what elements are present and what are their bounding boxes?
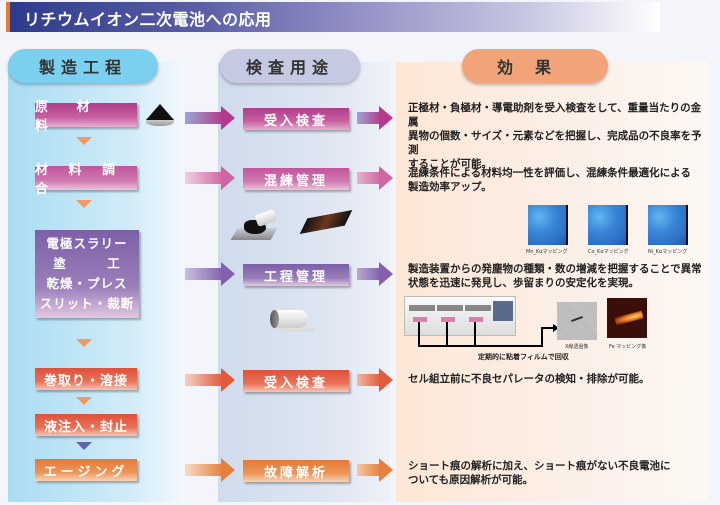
- inspection-failure-analysis: 故障解析: [243, 460, 349, 482]
- flow-down-arrow: [76, 339, 92, 347]
- process-step-aging: エージング: [35, 459, 137, 481]
- arrow-right-icon: [357, 106, 393, 130]
- process-step-winding-welding: 巻取り・溶接: [35, 368, 137, 390]
- collection-line: [474, 322, 476, 346]
- flow-down-arrow: [76, 137, 92, 145]
- effect-line: 正極材・負極材・導電助剤を受入検査をして、重量当たりの金属: [408, 102, 702, 128]
- header-inspection: 検査用途: [220, 49, 360, 83]
- effect-line: セル組立前に不良セパレータの検知・排除が可能。: [408, 373, 650, 385]
- xray-label: X線透過像: [565, 344, 589, 350]
- effect-text-1: 正極材・負極材・導電助剤を受入検査をして、重量当たりの金属 異物の個数・サイズ・…: [408, 101, 708, 171]
- collection-line: [418, 345, 542, 347]
- title-bar: リチウムイオン二次電池への応用: [6, 2, 330, 32]
- flow-down-arrow: [76, 397, 92, 405]
- effect-line: することが可能。: [408, 158, 492, 170]
- ni-mapping-image: [648, 205, 688, 245]
- effect-line: 状態を迅速に発見し、歩留まりの安定化を実現。: [408, 277, 639, 289]
- effect-text-2: 混練条件による材料均一性を評価し、混練条件最適化による 製造効率アップ。: [408, 166, 708, 194]
- inspection-kneading: 混練管理: [243, 168, 349, 190]
- flow-down-arrow: [76, 442, 92, 450]
- effect-text-5: ショート痕の解析に加え、ショート痕がない不良電池に ついても原因解析が可能。: [408, 459, 708, 487]
- mn-mapping-image: [528, 205, 568, 245]
- arrow-right-icon: [185, 458, 235, 482]
- ni-mapping-label: Ni_Kαマッピング: [648, 249, 688, 255]
- collection-label: 定期的に粘着フィルムで回収: [478, 353, 569, 361]
- arrow-right-icon: [185, 106, 235, 130]
- effect-line: 製造装置からの発塵物の種類・数の増減を把握することで異常: [408, 263, 702, 275]
- electrode-line: 塗 工: [53, 256, 121, 271]
- separator-roll-icon: [270, 310, 314, 334]
- effect-text-3: 製造装置からの発塵物の種類・数の増減を把握することで異常 状態を迅速に発見し、歩…: [408, 262, 708, 290]
- process-step-raw-material: 原 材 料: [35, 100, 137, 134]
- electrode-line: スリット・裁断: [39, 296, 135, 311]
- arrow-right-icon: [357, 458, 393, 482]
- co-mapping-image: [588, 205, 628, 245]
- powder-icon: [144, 104, 176, 128]
- arrow-right-icon: [357, 368, 393, 392]
- header-effect: 効果: [462, 49, 608, 83]
- effect-line: 製造効率アップ。: [408, 181, 492, 193]
- xray-image: [557, 302, 597, 340]
- collection-line: [541, 327, 543, 347]
- fe-mapping-label: Fe マッピング像: [609, 344, 647, 350]
- coating-icon: [230, 208, 280, 242]
- collection-line: [418, 322, 420, 346]
- mn-mapping-label: Mn_Kαマッピング: [526, 249, 568, 255]
- effect-line: ショート痕の解析に加え、ショート痕がない不良電池に: [408, 460, 671, 472]
- inspection-process-control: 工程管理: [243, 264, 349, 286]
- title-bar-gradient: [330, 2, 660, 32]
- effect-text-4: セル組立前に不良セパレータの検知・排除が可能。: [408, 372, 708, 386]
- electrode-line: 乾燥・プレス: [46, 276, 128, 291]
- inspection-acceptance-2: 受入検査: [243, 370, 349, 392]
- fe-mapping-image: [607, 298, 647, 338]
- electrode-line: 電極スラリー: [46, 236, 128, 251]
- arrow-right-icon: [185, 368, 235, 392]
- inspection-acceptance-1: 受入検査: [243, 108, 349, 130]
- arrow-right-icon: [185, 166, 235, 190]
- manufacturing-equipment-image: [404, 296, 516, 336]
- arrow-right-icon: [553, 324, 559, 332]
- effect-line: 異物の個数・サイズ・元素などを把握し、完成品の不良率を予測: [408, 130, 702, 156]
- co-mapping-label: Co_Kαマッピング: [588, 249, 629, 255]
- process-step-electrode: 電極スラリー 塗 工 乾燥・プレス スリット・裁断: [35, 230, 139, 318]
- collection-line: [541, 327, 555, 329]
- flow-down-arrow: [76, 200, 92, 208]
- electrode-roll-icon: [299, 210, 353, 234]
- page-title: リチウムイオン二次電池への応用: [24, 10, 272, 29]
- header-process: 製造工程: [8, 49, 158, 83]
- effect-column: [396, 62, 708, 502]
- effect-line: ついても原因解析が可能。: [408, 474, 534, 486]
- arrow-right-icon: [357, 262, 393, 286]
- effect-line: 混練条件による材料均一性を評価し、混練条件最適化による: [408, 167, 691, 179]
- process-step-material-mixing: 材 料 調 合: [35, 163, 137, 197]
- process-step-injection-sealing: 液注入・封止: [35, 414, 137, 436]
- collection-line: [446, 322, 448, 346]
- arrow-right-icon: [185, 262, 235, 286]
- arrow-right-icon: [357, 166, 393, 190]
